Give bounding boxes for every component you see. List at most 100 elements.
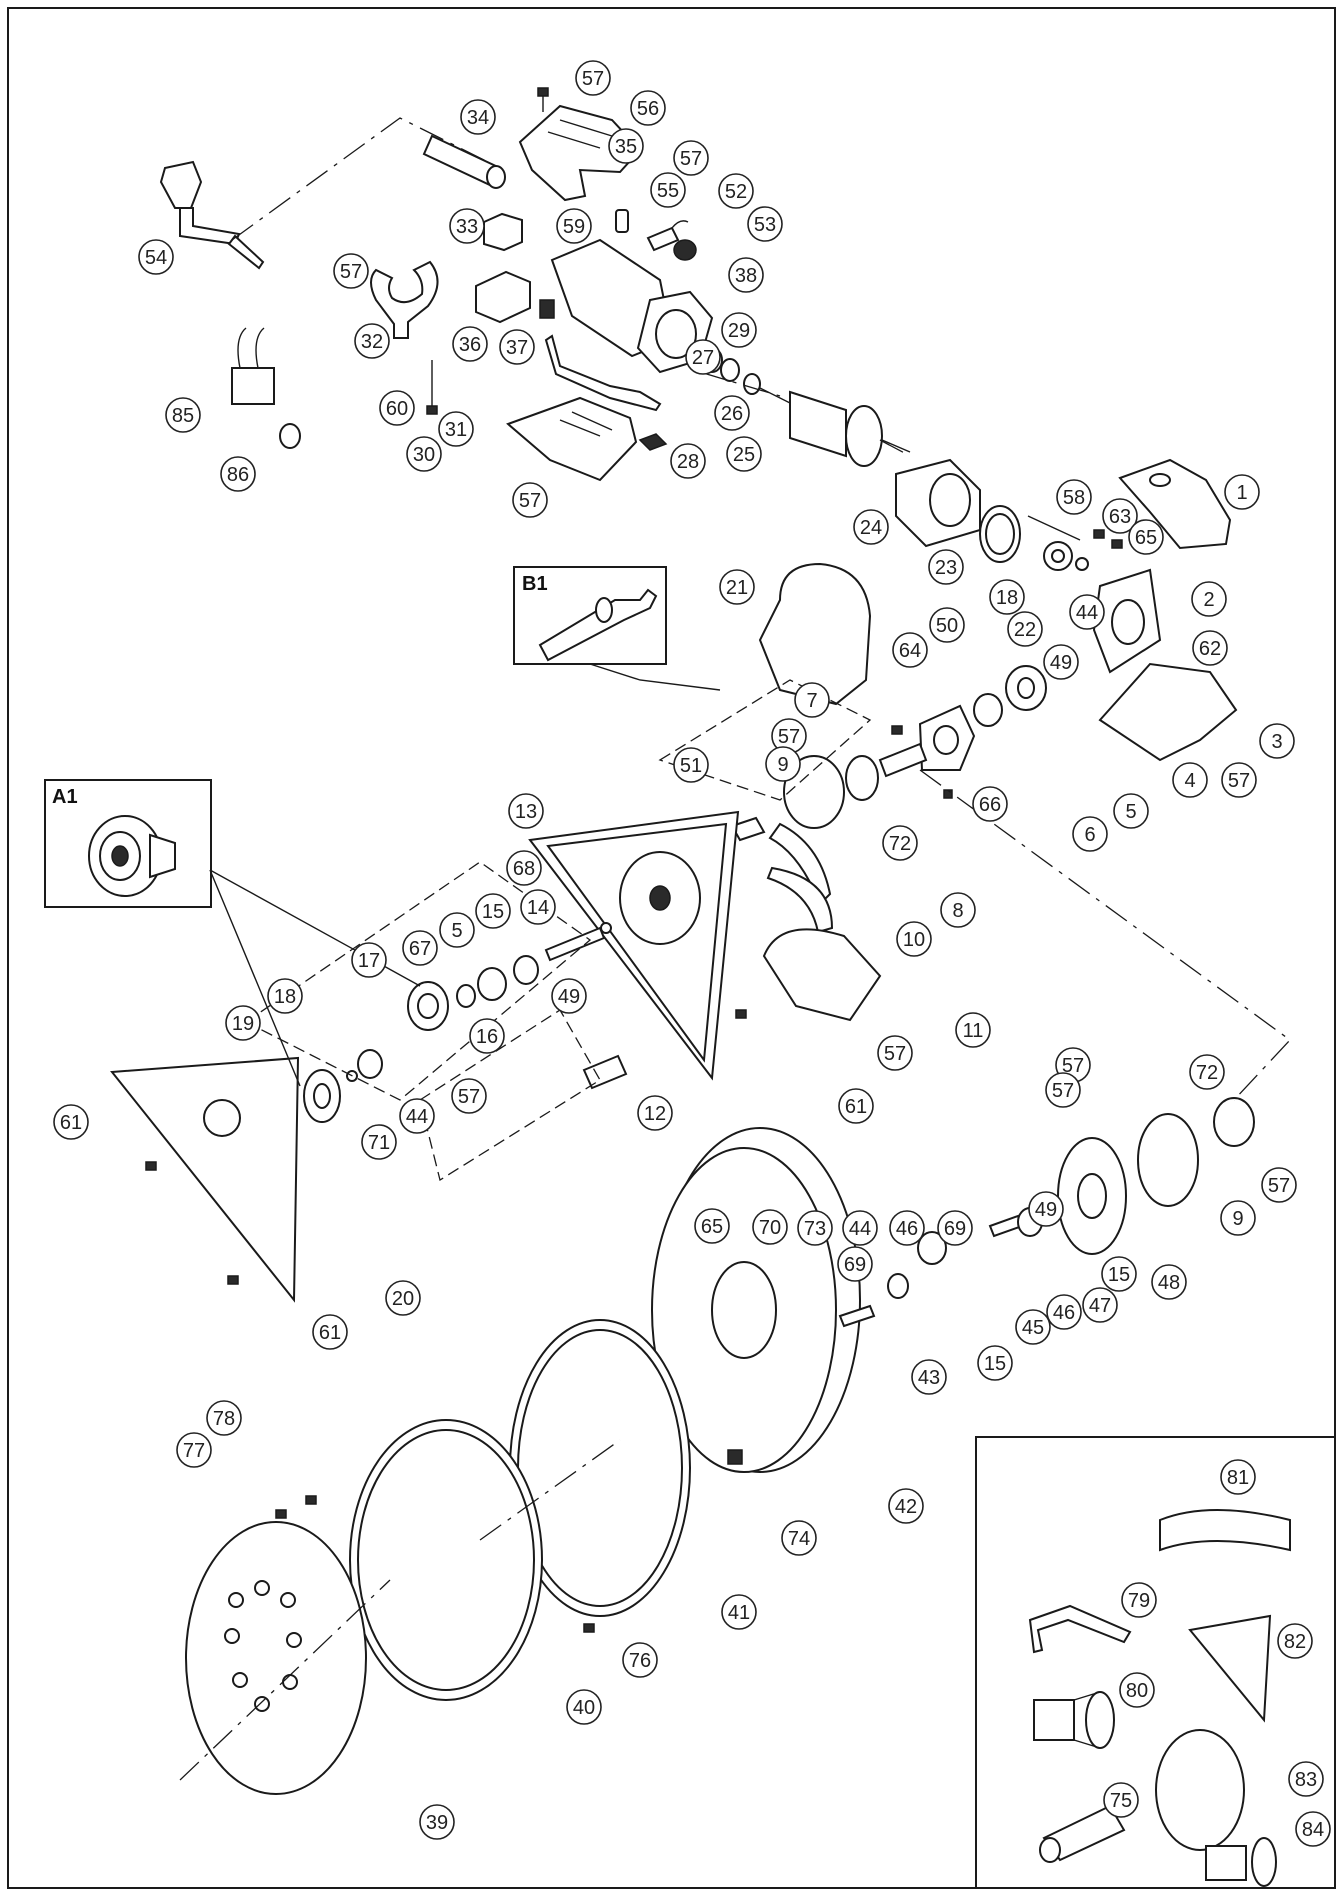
part-6-bearing-plate	[918, 704, 976, 771]
part-85-capacitor	[231, 327, 275, 405]
callout-c75: 75	[1103, 1782, 1139, 1818]
callout-c5b: 5	[439, 912, 475, 948]
inset-a1: A1	[44, 779, 212, 908]
callout-c35: 35	[608, 128, 644, 164]
part-35-top-cover	[518, 104, 642, 202]
callout-circle	[1045, 1072, 1081, 1108]
callout-number: 14	[527, 897, 549, 919]
callout-circle	[499, 329, 535, 365]
callout-circle	[896, 921, 932, 957]
callout-c9b: 9	[1220, 1200, 1256, 1236]
part-15-bearing-c	[887, 1273, 909, 1299]
part-16-oring	[456, 984, 476, 1008]
part-40-ring	[349, 1419, 543, 1701]
callout-c8: 8	[940, 892, 976, 928]
callout-c69b: 69	[837, 1246, 873, 1282]
callout-number: 15	[1108, 1264, 1130, 1286]
part-28-plate	[638, 433, 668, 451]
part-83-round-paper	[1155, 1729, 1245, 1851]
callout-circle	[220, 456, 256, 492]
callout-number: 57	[519, 490, 541, 512]
part-74-nut	[727, 1449, 743, 1465]
callout-number: 16	[476, 1026, 498, 1048]
callout-c23: 23	[928, 549, 964, 585]
callout-c15a: 15	[475, 893, 511, 929]
callout-circle	[765, 746, 801, 782]
callout-circle	[937, 1210, 973, 1246]
callout-number: 15	[482, 901, 504, 923]
callout-c51: 51	[673, 747, 709, 783]
callout-number: 72	[889, 833, 911, 855]
callout-c65b: 65	[694, 1208, 730, 1244]
callout-circle	[972, 786, 1008, 822]
part-17-bearing-plate	[407, 981, 449, 1031]
callout-number: 12	[644, 1103, 666, 1125]
callout-circle	[608, 128, 644, 164]
part-51-pin	[730, 816, 766, 842]
callout-c20: 20	[385, 1280, 421, 1316]
callout-circle	[312, 1314, 348, 1350]
callout-number: 49	[558, 986, 580, 1008]
callout-c46b: 46	[1046, 1294, 1082, 1330]
part-54-power-cord	[159, 160, 265, 270]
callout-circle	[354, 323, 390, 359]
part-76-screw	[583, 1623, 595, 1633]
callout-c26: 26	[714, 395, 750, 431]
callout-circle	[622, 1642, 658, 1678]
part-30-lower-housing	[506, 396, 638, 482]
callout-number: 5	[1125, 801, 1136, 823]
callout-number: 57	[1228, 770, 1250, 792]
callout-circle	[977, 1345, 1013, 1381]
inset-b1: B1	[513, 566, 667, 665]
callout-c5a: 5	[1113, 793, 1149, 829]
callout-c61a: 61	[53, 1104, 89, 1140]
callout-c17: 17	[351, 942, 387, 978]
callout-circle	[460, 99, 496, 135]
accessories-box	[975, 1436, 1336, 1889]
callout-c58: 58	[1056, 479, 1092, 515]
callout-circle	[719, 569, 755, 605]
callout-c76: 76	[622, 1642, 658, 1678]
part-27-washer	[720, 358, 740, 382]
callout-c15c: 15	[977, 1345, 1013, 1381]
callout-c57b: 57	[673, 140, 709, 176]
callout-number: 27	[692, 347, 714, 369]
callout-circle	[1007, 611, 1043, 647]
part-11-shroud	[762, 928, 882, 1022]
callout-circle	[1220, 1459, 1256, 1495]
part-5-washer-a	[477, 967, 507, 1001]
callout-number: 65	[1135, 527, 1157, 549]
callout-number: 18	[996, 587, 1018, 609]
callout-number: 25	[733, 444, 755, 466]
callout-c38: 38	[728, 257, 764, 293]
callout-number: 78	[213, 1408, 235, 1430]
callout-c19: 19	[225, 1005, 261, 1041]
part-64-screw	[891, 725, 903, 735]
callout-number: 10	[903, 929, 925, 951]
callout-number: 47	[1089, 1295, 1111, 1317]
callout-number: 13	[515, 801, 537, 823]
callout-circle	[1121, 1582, 1157, 1618]
part-60-bolt	[426, 360, 438, 415]
part-7-shaft	[878, 742, 928, 778]
part-36-switch	[475, 270, 531, 324]
callout-c22: 22	[1007, 611, 1043, 647]
callout-c18a: 18	[989, 579, 1025, 615]
callout-number: 43	[918, 1367, 940, 1389]
callout-number: 49	[1035, 1199, 1057, 1221]
callout-c57c: 57	[333, 253, 369, 289]
callout-c47: 47	[1082, 1287, 1118, 1323]
callout-circle	[842, 1210, 878, 1246]
callout-c30: 30	[406, 436, 442, 472]
callout-c73: 73	[797, 1210, 833, 1246]
part-1-rear-cap	[1118, 458, 1232, 550]
callout-c74: 74	[781, 1520, 817, 1556]
callout-circle	[138, 239, 174, 275]
callout-c45: 45	[1015, 1309, 1051, 1345]
callout-circle	[794, 682, 830, 718]
callout-number: 57	[884, 1043, 906, 1065]
callout-c12: 12	[637, 1095, 673, 1131]
part-75-adapter	[1039, 1804, 1126, 1863]
part-4-gear	[1005, 665, 1047, 711]
callout-circle	[673, 747, 709, 783]
